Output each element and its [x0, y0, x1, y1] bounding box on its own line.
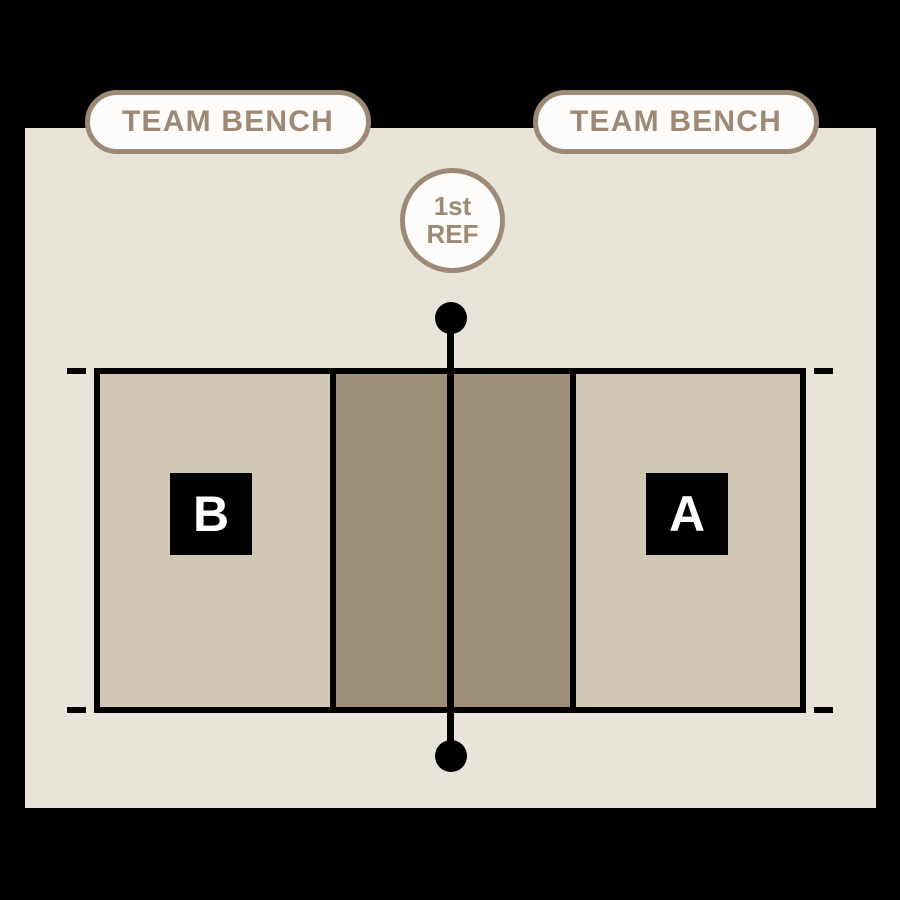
front-zone-right	[450, 374, 570, 707]
net-post-bottom-icon	[435, 740, 467, 772]
first-referee-line-1: 1st	[433, 191, 472, 222]
net-line	[447, 318, 454, 756]
front-zone-left	[330, 374, 450, 707]
net-post-top-icon	[435, 302, 467, 334]
side-mark-top-right	[814, 368, 833, 374]
first-referee-line-2: REF	[426, 218, 479, 249]
team-marker-a: A	[646, 473, 728, 555]
side-mark-top-left	[67, 368, 86, 374]
team-marker-a-label: A	[668, 486, 706, 542]
side-mark-bottom-right	[814, 707, 833, 713]
team-bench-right: TEAM BENCH	[533, 90, 819, 154]
team-bench-left: TEAM BENCH	[85, 90, 371, 154]
team-marker-b-label: B	[192, 486, 230, 542]
team-bench-left-label: TEAM BENCH	[122, 105, 334, 138]
side-mark-bottom-left	[67, 707, 86, 713]
team-marker-b: B	[170, 473, 252, 555]
first-referee-badge: 1st REF	[400, 168, 505, 273]
team-bench-right-label: TEAM BENCH	[570, 105, 782, 138]
